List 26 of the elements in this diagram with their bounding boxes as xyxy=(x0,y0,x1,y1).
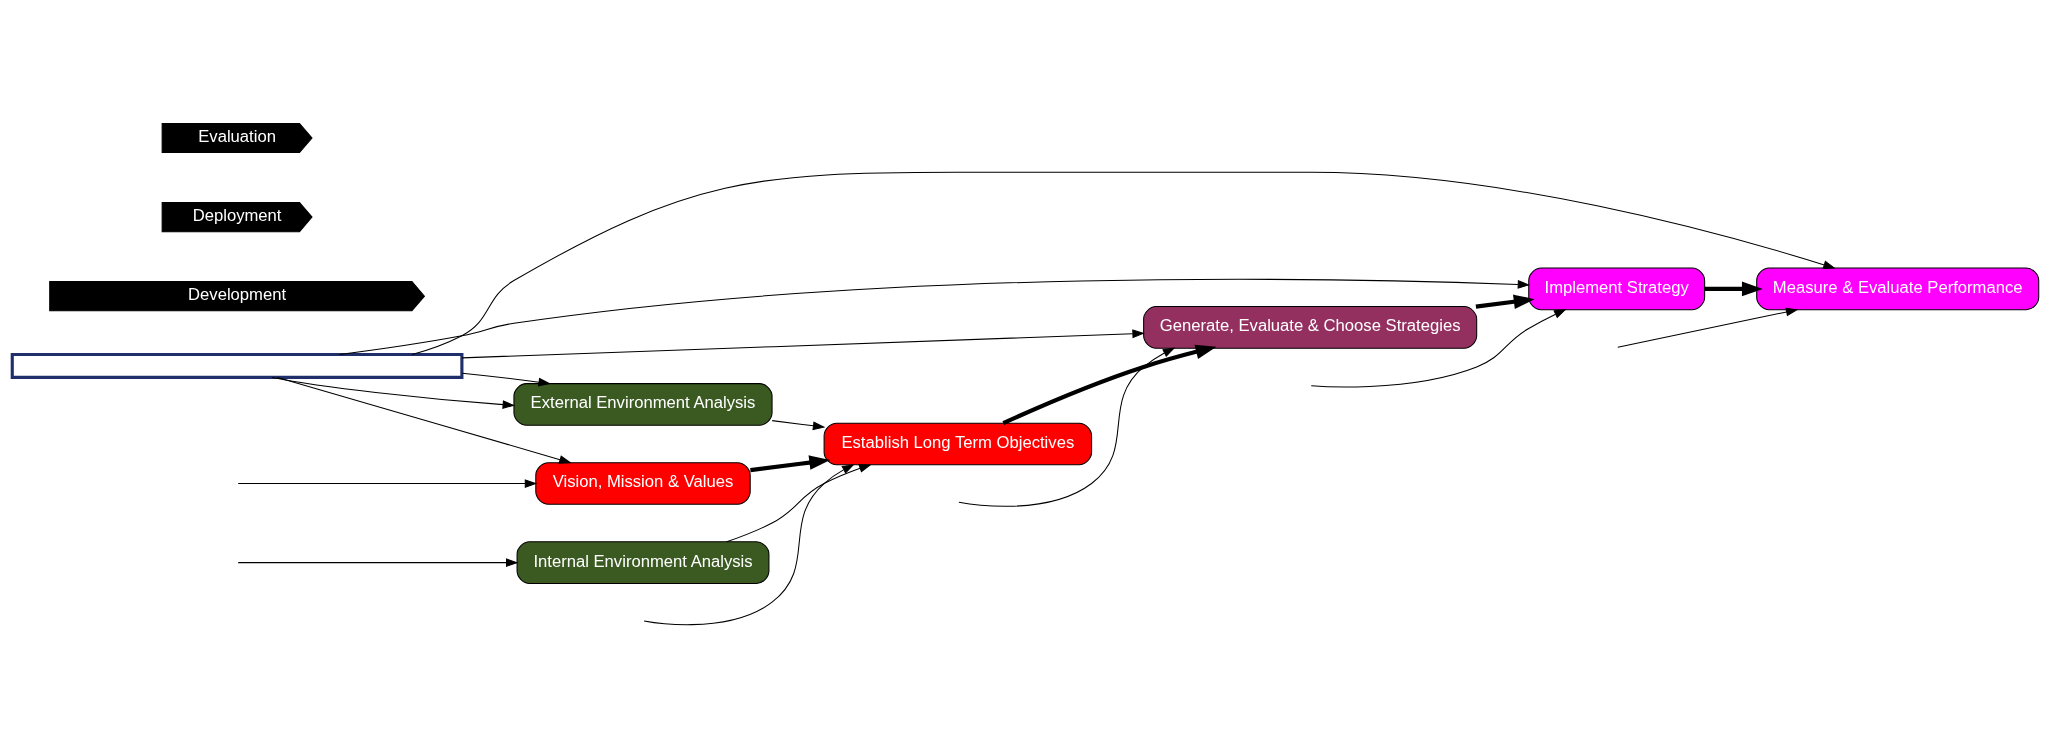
node-box: Internal Environment Analysis xyxy=(516,541,770,584)
node-box: Establish Long Term Objectives xyxy=(823,422,1093,466)
arrow xyxy=(1617,307,1799,348)
arrow xyxy=(750,455,831,473)
arrow xyxy=(339,278,1531,355)
arrow xyxy=(237,558,519,567)
node-bar xyxy=(10,352,464,379)
node-box: External Environment Analysis xyxy=(513,383,773,426)
node-box: Implement Strategy xyxy=(1528,267,1706,311)
node-box: Measure & Evaluate Performance xyxy=(1756,267,2040,311)
arrow xyxy=(958,347,1176,507)
arrow xyxy=(726,464,872,543)
arrow xyxy=(771,420,826,431)
arrow xyxy=(1704,281,1763,297)
arrow xyxy=(1310,309,1567,388)
arrow xyxy=(1475,294,1535,309)
node-box: Generate, Evaluate & Choose Strategies xyxy=(1143,306,1478,349)
arrow xyxy=(461,329,1145,359)
arrow xyxy=(461,372,551,387)
arrow xyxy=(237,479,538,488)
node-box: Vision, Mission & Values xyxy=(535,462,751,505)
arrow xyxy=(1002,344,1217,425)
arrow xyxy=(643,464,855,626)
arrow xyxy=(411,171,1836,355)
arrow xyxy=(277,376,572,464)
arrow xyxy=(271,376,516,409)
